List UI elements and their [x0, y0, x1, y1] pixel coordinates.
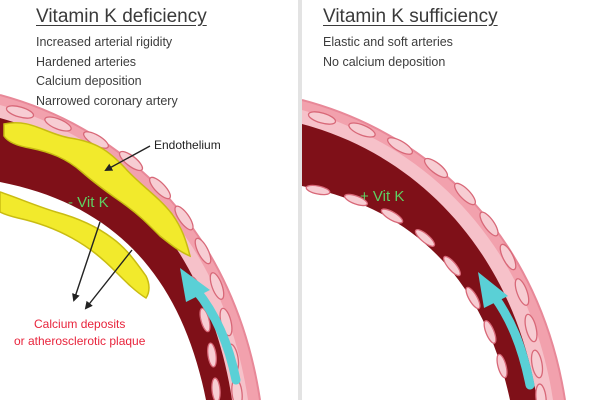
- vit-k-minus-label: - Vit K: [68, 194, 109, 211]
- endothelium-pointer: [104, 145, 151, 171]
- blood-flow-arrow: [489, 291, 535, 390]
- effect-item: No calcium deposition: [323, 54, 446, 69]
- effect-item: Narrowed coronary artery: [36, 93, 178, 108]
- endothelium-label: Endothelium: [154, 138, 221, 152]
- vit-k-plus-label: + Vit K: [360, 188, 405, 205]
- effect-item: Hardened arteries: [36, 54, 137, 69]
- deposit-pointer-1: [72, 221, 101, 302]
- artery-lumen: [0, 118, 232, 400]
- artery-lumen: [302, 124, 537, 400]
- effect-item: Elastic and soft arteries: [323, 35, 453, 49]
- sufficiency-effects-list: Elastic and soft arteries No calcium dep…: [323, 33, 453, 72]
- artery-sufficiency: [302, 99, 566, 400]
- panel-title-deficiency: Vitamin K deficiency: [36, 6, 207, 27]
- deposit-pointer-2: [84, 249, 133, 310]
- deposits-line-1: Calcium deposits: [34, 317, 126, 331]
- panel-title-sufficiency: Vitamin K sufficiency: [323, 6, 498, 27]
- plaque-lower: [0, 191, 150, 300]
- effect-item: Calcium deposition: [36, 74, 142, 88]
- panel-divider: [298, 0, 302, 400]
- endothelial-cells: [305, 111, 547, 400]
- effect-item: Increased arterial rigidity: [36, 35, 173, 49]
- blood-flow-arrow: [191, 285, 241, 385]
- artery-deficiency: [0, 94, 261, 400]
- deposits-line-2: or atherosclerotic plaque: [14, 334, 146, 348]
- plaque-upper: [3, 122, 192, 258]
- deficiency-effects-list: Increased arterial rigidity Hardened art…: [36, 33, 178, 111]
- calcium-deposits-label: Calcium deposits or atherosclerotic plaq…: [14, 316, 145, 350]
